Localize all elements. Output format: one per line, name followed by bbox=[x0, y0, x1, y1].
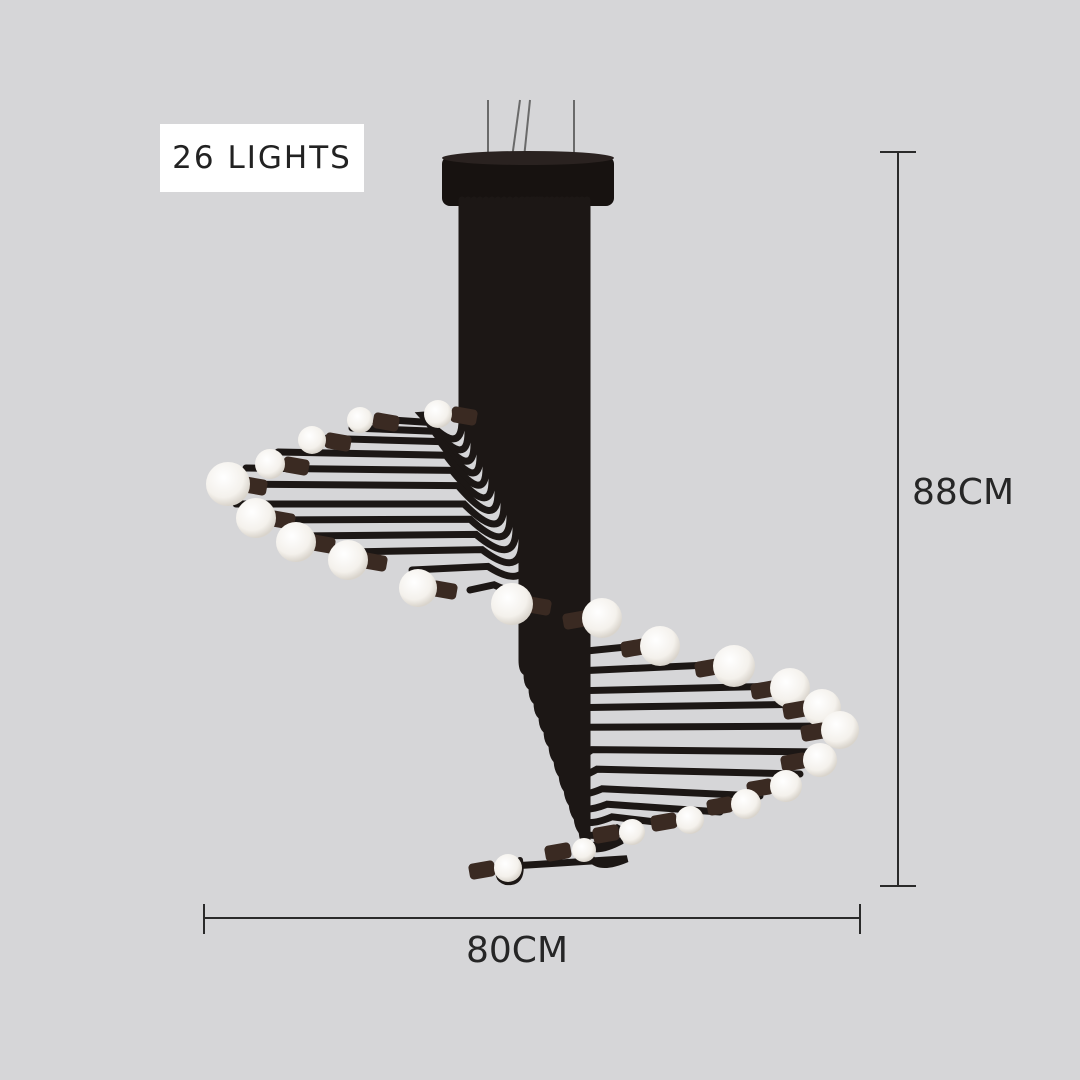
light-bulb bbox=[491, 583, 552, 625]
light-bulb bbox=[399, 569, 458, 607]
ceiling-canopy bbox=[442, 151, 614, 206]
light-bulb bbox=[650, 806, 704, 834]
light-bulb bbox=[276, 522, 336, 562]
light-bulb bbox=[750, 668, 810, 708]
upper-rod bbox=[292, 196, 520, 554]
light-bulb bbox=[544, 838, 596, 862]
height-dimension-label: 88CM bbox=[912, 472, 1015, 513]
lights-count-label: 26 LIGHTS bbox=[172, 140, 352, 176]
lower-rod-group bbox=[495, 196, 844, 886]
upper-rod bbox=[274, 196, 490, 489]
width-dimension-line bbox=[203, 904, 861, 934]
upper-rod bbox=[348, 196, 478, 465]
upper-rod bbox=[254, 196, 514, 541]
light-bulb bbox=[592, 819, 645, 845]
upper-rod bbox=[220, 196, 502, 514]
upper-rod bbox=[242, 196, 496, 502]
light-bulb bbox=[694, 645, 755, 687]
light-bulb bbox=[562, 598, 622, 638]
light-bulb bbox=[328, 540, 388, 580]
light-bulb bbox=[468, 854, 522, 882]
width-dimension-label: 80CM bbox=[466, 930, 569, 971]
suspension-cables bbox=[487, 99, 575, 159]
light-bulb bbox=[347, 407, 400, 433]
light-bulb bbox=[424, 400, 478, 428]
light-bulb bbox=[800, 711, 859, 749]
light-bulb bbox=[780, 743, 837, 777]
upper-rod bbox=[232, 196, 508, 528]
height-dimension-line bbox=[880, 151, 916, 887]
lights-count-badge: 26 LIGHTS bbox=[160, 124, 364, 192]
upper-rod-group bbox=[220, 196, 544, 606]
light-bulb bbox=[298, 426, 352, 454]
bulb-group bbox=[206, 400, 859, 882]
light-bulb bbox=[620, 626, 680, 666]
light-bulb bbox=[206, 462, 268, 506]
light-bulb bbox=[706, 789, 761, 819]
light-bulb bbox=[255, 449, 310, 479]
upper-rod bbox=[308, 196, 484, 477]
